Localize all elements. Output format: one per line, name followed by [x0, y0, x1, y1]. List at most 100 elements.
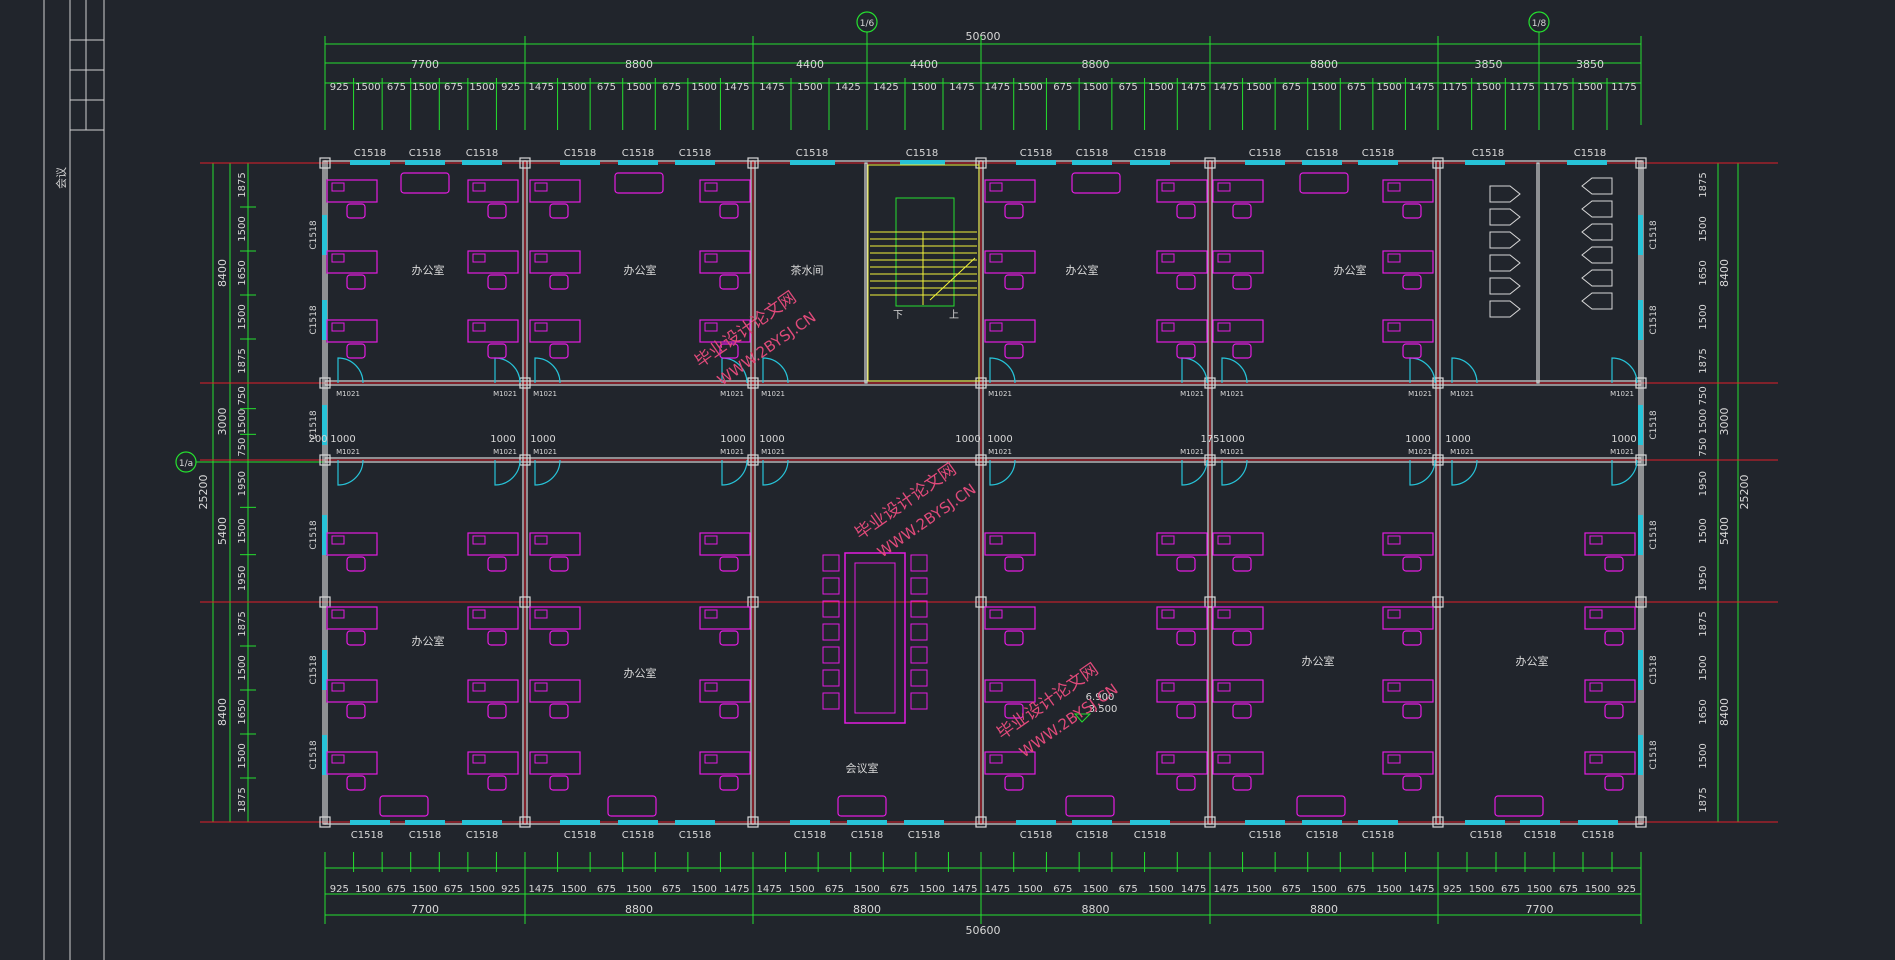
dim-text-detail-top: 1175: [1611, 82, 1636, 93]
office-desk: [1212, 319, 1264, 343]
sofa: [837, 795, 887, 817]
window: [1016, 820, 1056, 825]
window: [322, 405, 327, 445]
column: [747, 816, 759, 828]
dim-text-bay-top: 3850: [1576, 58, 1604, 71]
dim-text-bay-top: 8800: [625, 58, 653, 71]
office-chair: [487, 556, 507, 572]
window: [1638, 300, 1643, 340]
office-desk: [1156, 679, 1208, 703]
axis-marker-text: 1/8: [1532, 19, 1547, 29]
toilet-stall: [1581, 269, 1613, 287]
watermarks: 毕业设计论文网WWW.2BYSJ.CN毕业设计论文网WWW.2BYSJ.CN毕业…: [691, 287, 1121, 761]
office-chair: [549, 630, 569, 646]
dim-text-bay-top: 3850: [1475, 58, 1503, 71]
desk-monitor: [472, 535, 486, 545]
corridor-dim-text: 1000: [530, 434, 555, 445]
office-chair: [487, 274, 507, 290]
window-label: C1518: [794, 830, 826, 841]
column: [319, 377, 331, 389]
office-desk: [326, 250, 378, 274]
room-label-r2: 办公室: [624, 263, 657, 277]
office-desk: [1584, 751, 1636, 775]
door-label: M1021: [336, 390, 360, 398]
window-label: C1518: [1134, 148, 1166, 159]
office-desk: [984, 250, 1036, 274]
office-desk: [1156, 606, 1208, 630]
office-chair: [487, 703, 507, 719]
dim-text-detail-bottom: 1500: [691, 884, 716, 895]
window: [1245, 160, 1285, 165]
column: [1635, 157, 1647, 169]
office-desk: [1382, 532, 1434, 556]
window-label: C1518: [309, 410, 319, 439]
office-desk: [529, 532, 581, 556]
door-swing: [1611, 459, 1638, 486]
office-desk: [529, 679, 581, 703]
office-chair: [1402, 274, 1422, 290]
window: [790, 160, 835, 165]
windows: [322, 160, 1643, 825]
dim-text-detail-right: 1875: [1698, 787, 1709, 812]
window-label: C1518: [679, 830, 711, 841]
column: [1635, 377, 1647, 389]
dim-text-detail-left: 1650: [237, 699, 248, 724]
dim-text-detail-left: 1875: [237, 787, 248, 812]
window-label: C1518: [309, 220, 319, 249]
door-swing: [1181, 357, 1208, 384]
column: [1204, 377, 1216, 389]
window-label: C1518: [1470, 830, 1502, 841]
column: [1432, 816, 1444, 828]
door-label: M1021: [720, 390, 744, 398]
office-chair: [1232, 203, 1252, 219]
column: [519, 596, 531, 608]
window: [462, 820, 502, 825]
dim-text-detail-bottom: 675: [1053, 884, 1072, 895]
desk-monitor: [989, 754, 1003, 764]
desk-monitor: [534, 754, 548, 764]
office-chair: [719, 630, 739, 646]
office-chair: [1004, 343, 1024, 359]
office-desk: [984, 179, 1036, 203]
dim-text-detail-left: 750: [237, 386, 248, 405]
window: [322, 215, 327, 255]
office-desk: [1156, 319, 1208, 343]
desk-monitor: [704, 609, 718, 619]
toilet-stall: [1489, 254, 1521, 272]
door-label: M1021: [1220, 448, 1244, 456]
window-label: C1518: [466, 148, 498, 159]
dim-text-detail-left: 750: [237, 438, 248, 457]
window-label: C1518: [851, 830, 883, 841]
dim-text-detail-top: 1475: [529, 82, 554, 93]
dim-text-total-left: 25200: [197, 475, 210, 510]
office-desk: [1212, 179, 1264, 203]
corridor-dim-text: 1000: [1405, 434, 1430, 445]
window-label: C1518: [1649, 520, 1659, 549]
dim-text-detail-top: 1425: [873, 82, 898, 93]
dim-text-detail-bottom: 1475: [529, 884, 554, 895]
dim-text-detail-bottom: 1475: [724, 884, 749, 895]
window: [904, 820, 944, 825]
door-label: M1021: [533, 390, 557, 398]
dim-text-bay-bottom: 8800: [1082, 903, 1110, 916]
dim-text-detail-bottom: 1475: [952, 884, 977, 895]
column: [747, 596, 759, 608]
desk-monitor: [331, 535, 345, 545]
office-chair: [487, 343, 507, 359]
meeting-chair: [910, 646, 928, 664]
office-chair: [1604, 775, 1624, 791]
door-swing: [1221, 459, 1248, 486]
dim-text-bay-top: 4400: [796, 58, 824, 71]
dim-text-detail-right: 1950: [1698, 566, 1709, 591]
window: [322, 735, 327, 775]
window: [900, 160, 945, 165]
desk-monitor: [989, 253, 1003, 263]
door-swing: [762, 357, 789, 384]
door-label: M1021: [1610, 448, 1634, 456]
dim-text-detail-bottom: 675: [597, 884, 616, 895]
dim-text-detail-top: 1475: [985, 82, 1010, 93]
dim-text-detail-left: 1875: [237, 172, 248, 197]
door-swing: [1451, 459, 1478, 486]
office-desk: [984, 319, 1036, 343]
